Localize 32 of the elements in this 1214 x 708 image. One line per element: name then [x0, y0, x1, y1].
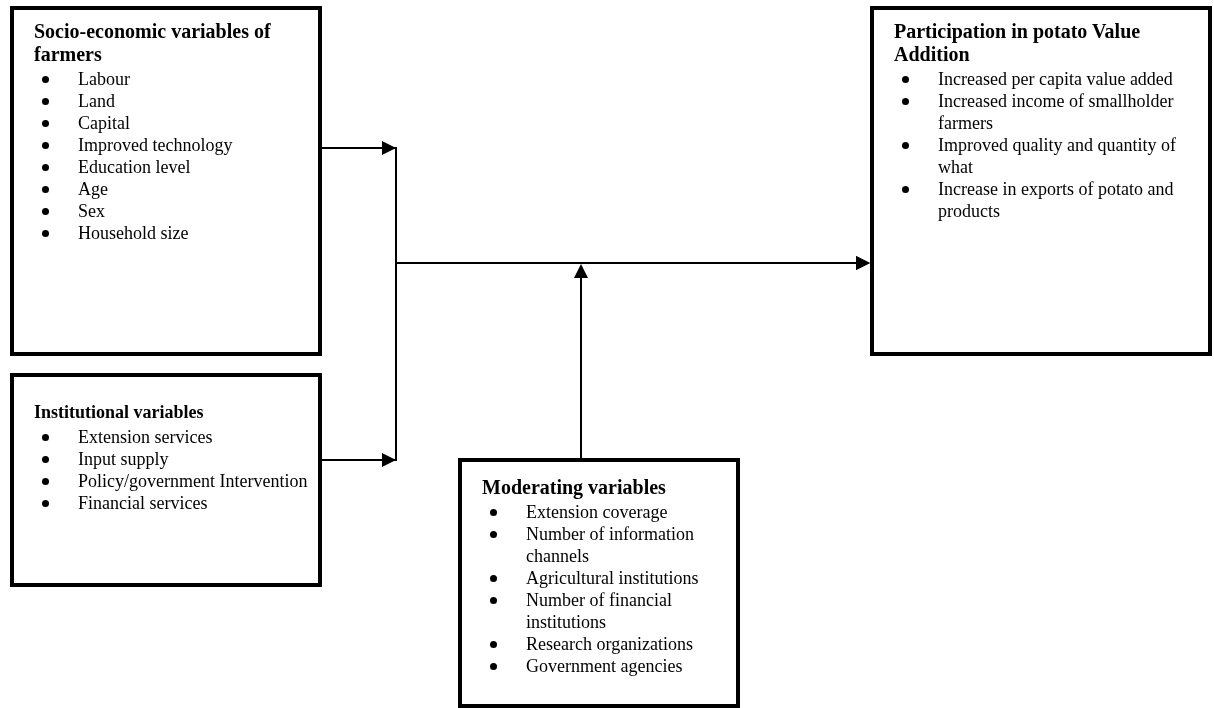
- bullet-text: Household size: [78, 223, 189, 243]
- bullet-text: Land: [78, 91, 115, 111]
- variable-box: [458, 458, 740, 708]
- variable-box: [870, 6, 1212, 356]
- bullet-text: Number of financial institutions: [526, 590, 672, 632]
- arrow: [574, 264, 588, 459]
- bullet-text: Increase in exports of potato and products: [938, 179, 1174, 221]
- box-heading: Institutional variables: [34, 401, 205, 424]
- bullet-text: Financial services: [78, 493, 208, 513]
- bullet-text: Agricultural institutions: [526, 568, 699, 588]
- variable-box: [10, 373, 322, 587]
- bullet-text: Improved technology: [78, 135, 233, 155]
- bullet-text: Research organizations: [526, 634, 694, 654]
- bullet-text: Sex: [78, 201, 105, 221]
- bullet-text: Age: [78, 179, 108, 199]
- box-heading: Participation in potato Value Addition: [894, 20, 1142, 66]
- box-heading: Moderating variables: [482, 476, 667, 499]
- box-heading: Socio-economic variables of farmers: [34, 20, 272, 66]
- bullet-text: Labour: [78, 69, 130, 89]
- bullet-text: Increased income of smallholder farmers: [938, 91, 1174, 133]
- bullet-text: Extension coverage: [526, 502, 668, 522]
- bullet-text: Capital: [78, 113, 130, 133]
- bullet-text: Education level: [78, 157, 191, 177]
- bullet-text: Policy/government Intervention: [78, 471, 308, 491]
- bullet-text: Government agencies: [526, 656, 683, 676]
- bullet-text: Input supply: [78, 449, 169, 469]
- bullet-text: Number of information channels: [526, 524, 694, 566]
- bullet-text: Extension services: [78, 427, 213, 447]
- variable-box: [10, 6, 322, 356]
- bullet-text: Increased per capita value added: [938, 69, 1173, 89]
- bullet-text: Improved quality and quantity of what: [938, 135, 1176, 177]
- arrow: [321, 256, 870, 467]
